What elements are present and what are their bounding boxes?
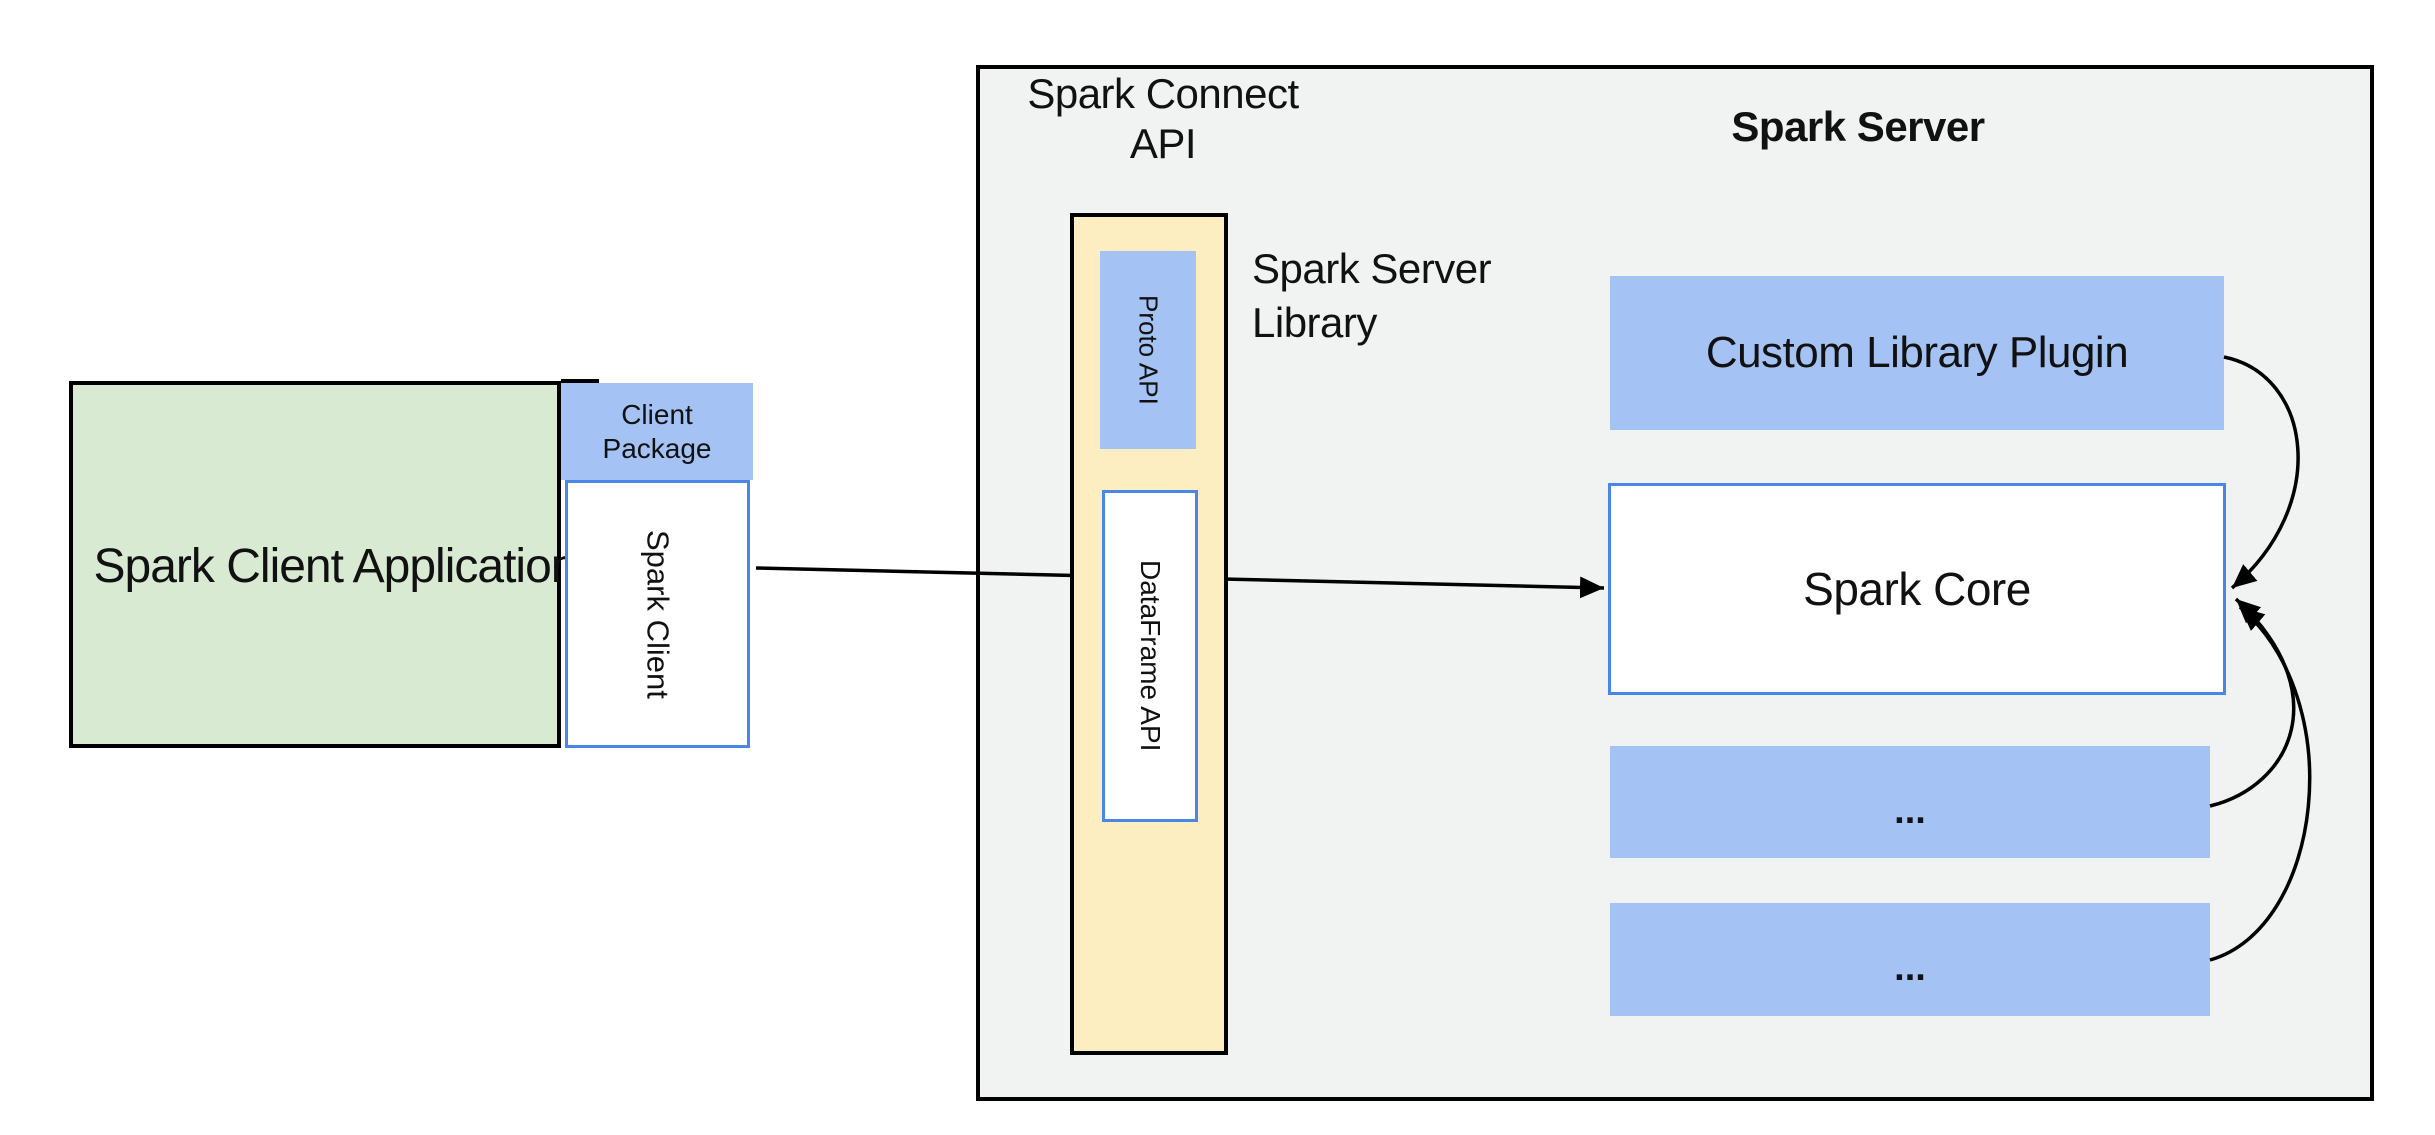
spark-client-label: Spark Client	[640, 529, 676, 699]
dataframe-api-box: DataFrame API	[1102, 490, 1198, 822]
spark-server-library-label: Spark Server Library	[1252, 245, 1492, 346]
module-box-1: ...	[1610, 746, 2210, 858]
client-package-label: Client Package	[602, 398, 712, 464]
module-box-2: ...	[1610, 903, 2210, 1016]
green-border-stub	[561, 379, 599, 383]
spark-client-box: Spark Client	[565, 480, 750, 748]
proto-api-label: Proto API	[1133, 295, 1164, 405]
proto-api-box: Proto API	[1100, 251, 1196, 449]
client-package-box: Client Package	[561, 383, 753, 480]
dataframe-api-label: DataFrame API	[1135, 560, 1166, 752]
spark-core-label: Spark Core	[1803, 563, 2031, 615]
module-box-2-label: ...	[1894, 947, 1926, 989]
custom-library-plugin-label: Custom Library Plugin	[1705, 328, 2129, 377]
spark-core-box: Spark Core	[1608, 483, 2226, 695]
spark-connect-api-title: Spark Connect API	[1027, 70, 1299, 167]
spark-client-application-box	[69, 381, 561, 748]
spark-client-application-label: Spark Client Application	[93, 540, 578, 593]
spark-server-title: Spark Server	[1731, 103, 1985, 150]
module-box-1-label: ...	[1894, 789, 1926, 832]
custom-library-plugin-box: Custom Library Plugin	[1610, 276, 2224, 430]
